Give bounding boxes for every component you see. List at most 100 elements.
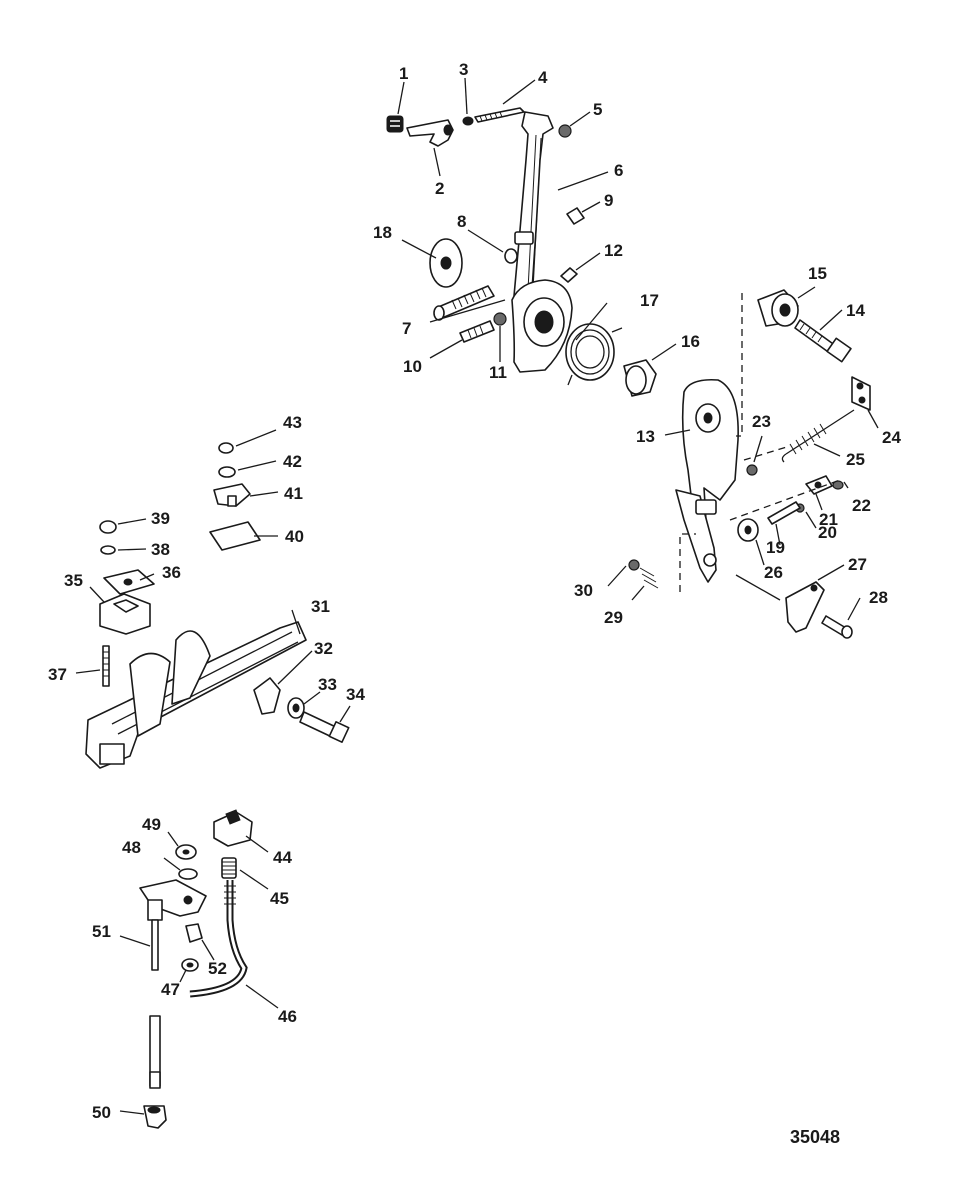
part-45-spring: [221, 857, 237, 879]
callout-6: 6: [614, 161, 623, 180]
callout-52: 52: [208, 959, 227, 978]
part-28-screw: [821, 615, 853, 639]
callout-51: 51: [92, 922, 111, 941]
callout-26: 26: [764, 563, 783, 582]
callout-31: 31: [311, 597, 330, 616]
callout-36: 36: [162, 563, 181, 582]
part-32-clamp: [253, 677, 281, 715]
part-50-plug: [143, 1105, 167, 1129]
part-7-screw: [433, 285, 495, 321]
part-36-plate: [103, 569, 155, 595]
part-39-nut: [99, 520, 117, 534]
part-26-roller: [737, 518, 759, 542]
part-3-washer: [462, 116, 474, 126]
callout-14: 14: [846, 301, 865, 320]
callout-1: 1: [399, 64, 408, 83]
callout-9: 9: [604, 191, 613, 210]
callout-17: 17: [640, 291, 659, 310]
part-1-nut: [386, 115, 404, 133]
part-51-lever: [139, 879, 207, 971]
callout-29: 29: [604, 608, 623, 627]
part-9-spacer: [566, 207, 585, 225]
callout-45: 45: [270, 889, 289, 908]
part-17-spring: [565, 323, 623, 386]
callout-4: 4: [538, 68, 548, 87]
part-13-cam-plate: [681, 378, 739, 521]
callout-2: 2: [435, 179, 444, 198]
part-23-nut: [746, 464, 758, 476]
part-5-nut: [558, 124, 572, 138]
callout-39: 39: [151, 509, 170, 528]
callout-50: 50: [92, 1103, 111, 1122]
part-37-stud: [102, 645, 110, 687]
part-34-bolt: [299, 711, 350, 744]
callout-47: 47: [161, 980, 180, 999]
part-18-disc: [429, 238, 463, 288]
callout-34: 34: [346, 685, 365, 704]
callout-25: 25: [846, 450, 865, 469]
callout-21: 21: [819, 510, 838, 529]
part-15-bushing: [757, 289, 799, 327]
part-2-link: [406, 119, 454, 147]
callout-8: 8: [457, 212, 466, 231]
part-40-plate: [209, 521, 261, 551]
part-lower-arm: [675, 489, 717, 583]
callout-11: 11: [489, 363, 507, 382]
drawing-number: 35048: [790, 1127, 840, 1147]
callout-48: 48: [122, 838, 141, 857]
callout-23: 23: [752, 412, 771, 431]
callout-labels: 1 2 3 4 5 6 7 8 9 10 11 12 13 14 15 16 1…: [48, 60, 901, 1122]
part-12-pin: [560, 267, 578, 283]
part-52-bushing: [185, 923, 203, 943]
callout-32: 32: [314, 639, 333, 658]
callout-33: 33: [318, 675, 337, 694]
part-16-bushing: [623, 359, 657, 397]
part-14-bolt: [794, 319, 852, 363]
callout-46: 46: [278, 1007, 297, 1026]
callout-24: 24: [882, 428, 901, 447]
part-25-spring: [781, 409, 855, 463]
callout-27: 27: [848, 555, 867, 574]
callout-3: 3: [459, 60, 468, 79]
part-10-pin: [459, 320, 495, 343]
part-41-bracket: [213, 483, 251, 507]
part-35-block: [99, 593, 151, 635]
callout-15: 15: [808, 264, 827, 283]
callout-44: 44: [273, 848, 292, 867]
part-4-rod: [474, 107, 525, 123]
callout-35: 35: [64, 571, 83, 590]
callout-5: 5: [593, 100, 602, 119]
part-44-block: [213, 809, 253, 847]
part-lever-hub: [511, 279, 573, 373]
part-24-plate: [851, 376, 871, 411]
callout-13: 13: [636, 427, 655, 446]
callout-28: 28: [869, 588, 888, 607]
part-6-throttle-lever: [513, 111, 554, 301]
part-50-shaft: [149, 1015, 161, 1089]
part-38-washer: [100, 545, 116, 555]
part-11-nut: [493, 312, 507, 326]
part-30-nut: [628, 559, 640, 571]
callout-22: 22: [852, 496, 871, 515]
part-33-washer: [287, 697, 305, 719]
callout-41: 41: [284, 484, 303, 503]
part-29-spring: [639, 567, 659, 589]
callout-43: 43: [283, 413, 302, 432]
part-43-nut: [218, 442, 234, 454]
part-47-washer: [181, 958, 199, 972]
callout-37: 37: [48, 665, 67, 684]
callout-16: 16: [681, 332, 700, 351]
callout-7: 7: [402, 319, 411, 338]
part-27-link-arm: [785, 581, 825, 633]
callout-19: 19: [766, 538, 785, 557]
callout-42: 42: [283, 452, 302, 471]
callout-30: 30: [574, 581, 593, 600]
callout-12: 12: [604, 241, 623, 260]
part-19-screw: [767, 501, 801, 525]
callout-18: 18: [373, 223, 392, 242]
part-48-washer: [178, 868, 198, 880]
callout-40: 40: [285, 527, 304, 546]
part-46-rod: [189, 880, 248, 998]
part-31-shift-rail: [85, 621, 307, 769]
